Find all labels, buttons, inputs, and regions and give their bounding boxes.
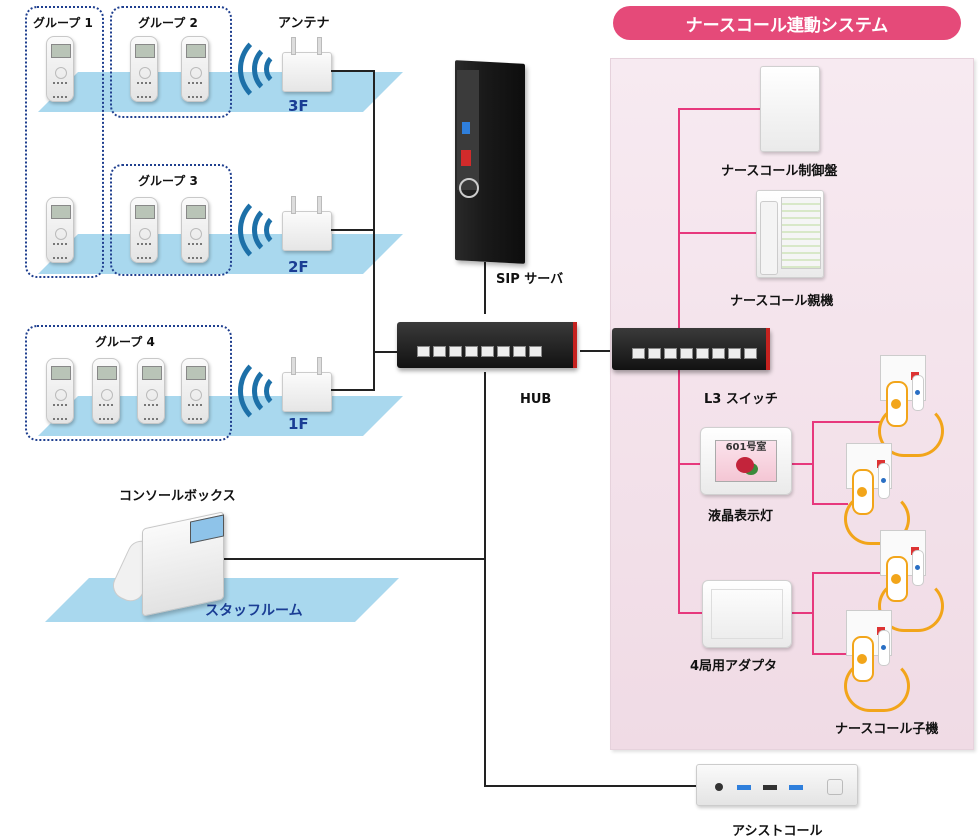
lcd-display-label: 液晶表示灯 xyxy=(708,509,774,524)
access-point-icon xyxy=(282,357,332,412)
pager-handset-icon xyxy=(181,358,209,424)
adapter-4-label: 4局用アダプタ xyxy=(690,659,778,674)
pager-handset-icon xyxy=(130,197,158,263)
pager-handset-icon xyxy=(181,36,209,102)
nurse-call-control-panel-icon xyxy=(760,66,820,152)
nurse-call-child-label: ナースコール子機 xyxy=(835,722,939,737)
nurse-call-master-icon xyxy=(756,190,824,278)
cable-2f-antenna xyxy=(331,229,374,231)
group-1-box xyxy=(25,6,104,278)
pink-cable-lcd-branch-v xyxy=(812,421,814,504)
pink-cable-adapter-child2 xyxy=(812,653,848,655)
group-3-label: グループ 3 xyxy=(138,174,198,188)
nurse-call-child-icon xyxy=(826,443,910,545)
pager-handset-icon xyxy=(181,197,209,263)
assist-call-device-icon xyxy=(696,764,858,806)
pager-handset-icon xyxy=(92,358,120,424)
adapter-4-icon xyxy=(702,580,792,648)
cable-3f-antenna xyxy=(331,70,374,72)
group-3-box xyxy=(110,164,232,276)
group-4-box xyxy=(25,325,232,441)
group-2-label: グループ 2 xyxy=(138,16,198,30)
pager-handset-icon xyxy=(46,36,74,102)
cable-antenna-trunk xyxy=(373,70,375,391)
pink-cable-lcd-child1 xyxy=(812,421,882,423)
pink-cable-lcd-out xyxy=(790,463,814,465)
console-box-label: コンソールボックス xyxy=(119,489,236,504)
pager-handset-icon xyxy=(130,36,158,102)
l3-switch-label: L3 スイッチ xyxy=(704,392,778,407)
pager-handset-icon xyxy=(137,358,165,424)
nurse-call-child-icon xyxy=(826,610,910,712)
nurse-call-master-label: ナースコール親機 xyxy=(730,294,834,309)
lcd-display-screen-text: 601号室 xyxy=(725,442,767,453)
floor-label-3f: 3F xyxy=(288,97,309,115)
rose-image-icon xyxy=(736,457,754,473)
group-4-label: グループ 4 xyxy=(95,335,155,349)
floor-label-2f: 2F xyxy=(288,258,309,276)
cable-1f-antenna xyxy=(331,389,374,391)
group-1-label: グループ 1 xyxy=(33,16,93,30)
cable-console-hub xyxy=(223,558,485,560)
hub-label: HUB xyxy=(520,392,552,407)
cable-server-hub xyxy=(484,262,486,314)
pink-cable-master xyxy=(678,232,756,234)
pink-cable-adapter xyxy=(678,612,702,614)
nurse-call-system-title: ナースコール連動システム xyxy=(613,6,961,40)
nurse-call-control-label: ナースコール制御盤 xyxy=(721,164,838,179)
access-point-icon xyxy=(282,196,332,251)
access-point-icon xyxy=(282,37,332,92)
pink-cable-lcd xyxy=(678,463,700,465)
l3-switch-icon xyxy=(612,328,770,370)
lcd-display-icon: 601号室 xyxy=(700,427,792,495)
hub-icon xyxy=(397,322,577,368)
cable-hub-l3 xyxy=(580,350,612,352)
cable-trunk-hub xyxy=(373,351,401,353)
pager-handset-icon xyxy=(46,197,74,263)
pink-cable-adapter-child1 xyxy=(812,572,882,574)
pager-handset-icon xyxy=(46,358,74,424)
pink-cable-control xyxy=(678,108,760,110)
cable-assist-hub xyxy=(484,785,696,787)
console-phone-icon xyxy=(108,510,230,617)
sip-server-label: SIP サーバ xyxy=(496,272,564,287)
group-2-box xyxy=(110,6,232,118)
assist-call-label: アシストコール xyxy=(732,824,823,839)
cable-hub-down xyxy=(484,372,486,786)
pink-cable-lcd-child2 xyxy=(812,503,848,505)
pink-cable-adapter-out xyxy=(790,612,814,614)
staff-room-label: スタッフルーム xyxy=(205,603,303,619)
sip-server-icon xyxy=(447,60,535,264)
antenna-label: アンテナ xyxy=(278,16,330,31)
nurse-call-child-icon xyxy=(860,530,944,632)
nurse-call-child-icon xyxy=(860,355,944,457)
